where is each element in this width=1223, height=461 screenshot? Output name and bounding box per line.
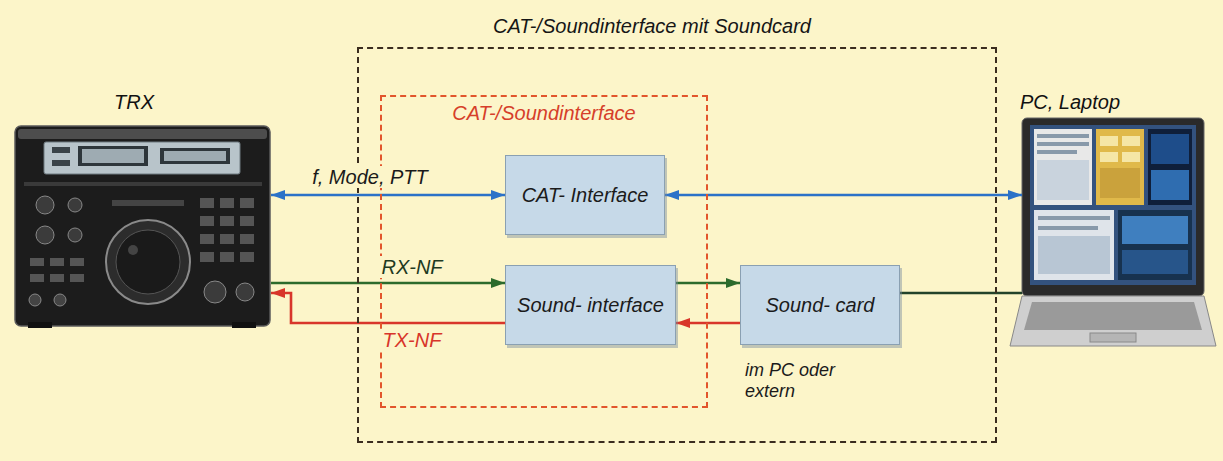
illustration-part — [70, 258, 84, 266]
transceiver-node: TRX — [15, 90, 271, 328]
illustration-part — [232, 322, 256, 328]
illustration-part — [1096, 129, 1144, 205]
illustration-part — [220, 252, 234, 262]
signal-connector — [900, 292, 1022, 295]
illustration-part — [164, 151, 226, 161]
illustration-part — [24, 182, 262, 186]
illustration-part — [1100, 168, 1140, 198]
illustration-part — [28, 322, 52, 328]
illustration-part — [78, 146, 148, 166]
illustration-part — [44, 142, 240, 174]
illustration-part — [1010, 296, 1216, 346]
illustration-part — [220, 198, 234, 208]
illustration-part — [128, 245, 138, 255]
illustration-part — [50, 258, 64, 266]
illustration-part — [220, 234, 234, 244]
signal-label: RX-NF — [378, 256, 445, 278]
illustration-part — [1100, 152, 1118, 162]
illustration-part — [1037, 142, 1089, 146]
illustration-part — [220, 216, 234, 226]
illustration-part — [1022, 118, 1204, 296]
illustration-part — [1037, 134, 1089, 138]
illustration-part — [29, 294, 41, 306]
node-heading: TRX — [15, 90, 253, 114]
outer-dashed-region: CAT- InterfaceSound- interface CAT-/Sound… — [357, 47, 997, 443]
illustration-part — [82, 149, 144, 163]
illustration-part — [200, 234, 214, 244]
signal-connector — [665, 194, 1022, 197]
illustration-part — [1151, 170, 1189, 200]
illustration-part — [36, 226, 54, 244]
inner-dashed-region: CAT- InterfaceSound- interface CAT-/Sound… — [380, 95, 708, 408]
box-label: CAT- Interface — [522, 183, 649, 207]
illustration-part — [200, 252, 214, 262]
illustration-part — [240, 216, 254, 226]
illustration-part — [36, 196, 54, 214]
interface-box: Sound- interface — [505, 265, 676, 345]
illustration-part — [30, 258, 44, 266]
illustration-part — [112, 200, 184, 206]
laptop-illustration — [1010, 118, 1216, 346]
illustration-part — [236, 283, 254, 301]
node-heading: CAT-/Soundinterface mit Soundcard — [359, 14, 945, 38]
illustration-part — [1122, 216, 1188, 244]
node-heading: PC, Laptop — [990, 90, 1150, 114]
illustration-part — [1122, 136, 1140, 146]
illustration-part — [106, 220, 190, 304]
illustration-part — [15, 126, 270, 326]
illustration-part — [18, 129, 267, 139]
signal-label: f, Mode, PTT — [309, 166, 431, 188]
box-label: Sound- interface — [517, 293, 664, 317]
transceiver-illustration — [15, 126, 270, 328]
illustration-part — [30, 274, 44, 282]
illustration-part — [68, 228, 82, 242]
illustration-part — [70, 274, 84, 282]
illustration-part — [1034, 210, 1114, 280]
soundcard-box: Sound- card — [740, 265, 900, 345]
signal-connector — [271, 293, 505, 323]
illustration-part — [160, 148, 230, 164]
illustration-part — [1148, 129, 1192, 205]
computer-node: PC, Laptop — [1022, 88, 1215, 346]
illustration-part — [1118, 210, 1192, 280]
illustration-part — [52, 160, 70, 166]
illustration-part — [1038, 236, 1110, 274]
illustration-part — [200, 198, 214, 208]
illustration-part — [1090, 333, 1136, 342]
signal-label: TX-NF — [380, 329, 445, 351]
illustration-part — [1100, 136, 1118, 146]
illustration-part — [1151, 134, 1189, 164]
illustration-part — [1122, 250, 1188, 274]
illustration-part — [1037, 150, 1077, 154]
signal-connector — [676, 282, 740, 285]
signal-connector — [676, 322, 740, 325]
illustration-part — [1034, 129, 1092, 205]
illustration-part — [204, 281, 226, 303]
illustration-part — [1038, 216, 1110, 220]
illustration-part — [240, 252, 254, 262]
illustration-part — [116, 230, 180, 294]
illustration-part — [1030, 125, 1196, 285]
signal-connector — [271, 282, 505, 285]
illustration-part — [52, 147, 70, 153]
interface-box: CAT- Interface — [505, 155, 665, 235]
illustration-part — [54, 294, 66, 306]
illustration-part — [1037, 160, 1089, 200]
illustration-part — [200, 216, 214, 226]
illustration-part — [1024, 302, 1202, 330]
box-label: Sound- card — [766, 293, 875, 317]
illustration-part — [1038, 226, 1098, 230]
illustration-part — [240, 234, 254, 244]
illustration-part — [68, 198, 82, 212]
signal-connector — [271, 194, 505, 197]
illustration-part — [240, 198, 254, 208]
note-label: im PC oder extern — [745, 360, 849, 402]
illustration-part — [50, 274, 64, 282]
illustration-part — [1122, 152, 1140, 162]
node-heading: CAT-/Soundinterface — [382, 101, 706, 125]
